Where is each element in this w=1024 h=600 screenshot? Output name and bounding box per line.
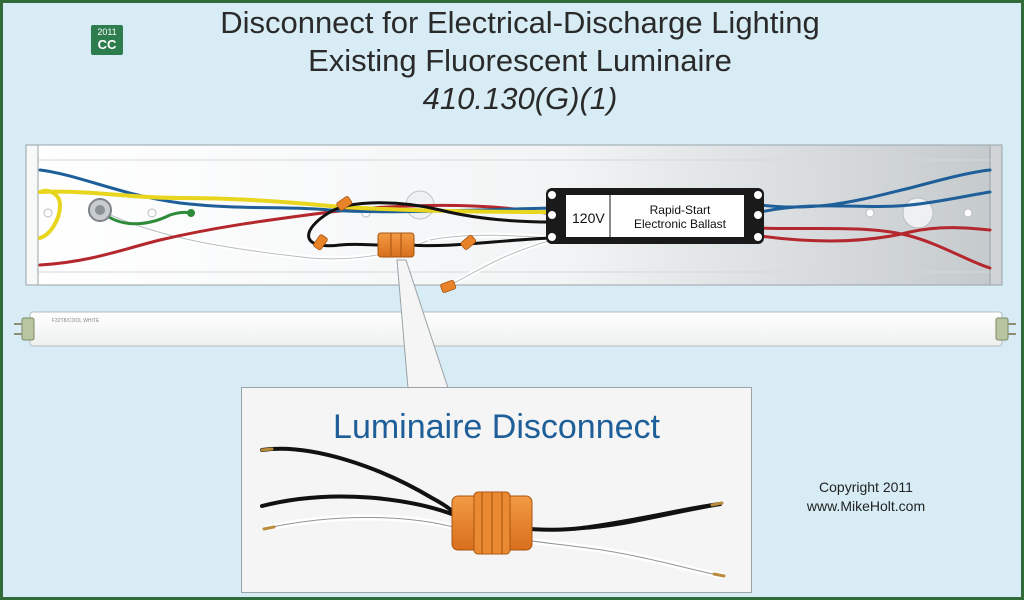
wire-nuts [313, 196, 477, 293]
disconnect-connector-large [451, 491, 533, 555]
title-line-2: Existing Fluorescent Luminaire [308, 43, 732, 78]
wire-nut [460, 234, 477, 250]
callout-box: Luminaire Disconnect [241, 387, 752, 593]
luminaire-housing [25, 144, 1003, 286]
ballast-label-line-1: Rapid-Start [649, 203, 711, 217]
ballast-body [546, 188, 764, 244]
code-reference: 410.130(G)(1) [422, 81, 618, 116]
callout-title: Luminaire Disconnect [333, 408, 660, 446]
code-badge: 2011 CC [91, 25, 123, 55]
disconnect-connector-small [377, 232, 415, 258]
copyright: Copyright 2011 www.MikeHolt.com [786, 478, 946, 516]
wire-nut [336, 196, 353, 211]
title-line-1: Disconnect for Electrical-Discharge Ligh… [220, 5, 820, 40]
copyright-url: www.MikeHolt.com [806, 498, 926, 514]
copyright-line-1: Copyright 2011 [819, 479, 913, 495]
badge-code: CC [97, 37, 117, 52]
ballast-voltage: 120V [572, 210, 605, 226]
cable-fitting [88, 198, 112, 222]
disconnect-detail [260, 446, 726, 579]
detail-wire-tips [260, 447, 726, 578]
fluorescent-tube [14, 311, 1016, 347]
badge-year: 2011 [97, 27, 117, 37]
ballast-label: Rapid-Start Electronic Ballast [618, 203, 742, 231]
wire-nut [313, 234, 328, 251]
ballast-label-line-2: Electronic Ballast [633, 217, 727, 231]
ground-screw-icon [187, 209, 195, 217]
wire-nut [440, 280, 457, 293]
title-block: Disconnect for Electrical-Discharge Ligh… [130, 4, 910, 118]
tube-label: F32T8/COOL WHITE [52, 318, 100, 324]
